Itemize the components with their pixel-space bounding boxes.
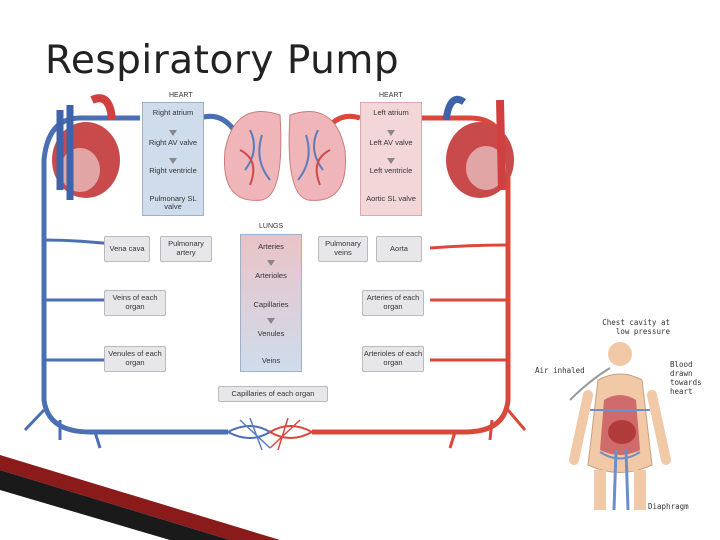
lung-venules-label: Venules xyxy=(257,329,285,338)
left-atrium-label: Left atrium xyxy=(373,108,409,117)
flow-arrow xyxy=(387,130,395,136)
venous-loop xyxy=(41,115,228,435)
flow-arrow xyxy=(267,260,275,266)
left-heart-heading: HEART xyxy=(379,92,403,99)
flow-arrow xyxy=(169,130,177,136)
veins-of-organ-box: Veins of each organ xyxy=(104,290,166,316)
corner-stripe xyxy=(0,455,280,540)
aorta-box: Aorta xyxy=(376,236,422,262)
arteries-of-organ-box: Arteries of each organ xyxy=(362,290,424,316)
heart-left-illustration xyxy=(52,94,120,200)
lungs-heading: LUNGS xyxy=(259,223,284,230)
arterial-loop xyxy=(312,115,511,435)
lung-veins-label: Veins xyxy=(261,356,281,365)
respiratory-pump-illustration xyxy=(569,342,671,511)
right-av-valve-label: Right AV valve xyxy=(148,138,198,147)
lungs-illustration xyxy=(223,111,347,201)
right-heart-heading: HEART xyxy=(169,92,193,99)
heart-right-illustration xyxy=(442,95,514,198)
lung-arterioles-label: Arterioles xyxy=(255,271,287,280)
diaphragm-label: Diaphragm xyxy=(648,502,689,511)
slide-title: Respiratory Pump xyxy=(45,38,400,83)
air-inhaled-label: Air inhaled xyxy=(535,366,585,375)
pulmonary-veins-box: Pulmonary veins xyxy=(318,236,368,262)
capillary-bed-illustration xyxy=(227,417,313,451)
right-ventricle-label: Right ventricle xyxy=(149,166,197,175)
blood-drawn-label: Blood drawn towards heart xyxy=(670,360,702,396)
lungs-column: LUNGS Arteries Arterioles Capillaries Ve… xyxy=(240,223,302,372)
flow-arrow xyxy=(387,158,395,164)
left-av-valve-label: Left AV valve xyxy=(369,138,413,147)
flow-arrow xyxy=(169,158,177,164)
venules-of-organ-box: Venules of each organ xyxy=(104,346,166,372)
left-ventricle-label: Left ventricle xyxy=(369,166,413,175)
corner-stripe-dark xyxy=(0,470,230,540)
capillaries-of-organ-box: Capillaries of each organ xyxy=(218,386,328,402)
venous-branches xyxy=(23,238,121,449)
lung-arteries-label: Arteries xyxy=(258,242,284,251)
arterioles-of-organ-box: Arterioles of each organ xyxy=(362,346,424,372)
pulmonary-sl-valve-label: Pulmonary SL valve xyxy=(149,194,197,212)
aortic-sl-valve-label: Aortic SL valve xyxy=(366,194,416,203)
right-atrium-label: Right atrium xyxy=(152,108,194,117)
arterial-branches xyxy=(429,243,527,449)
pulmonary-artery-box: Pulmonary artery xyxy=(160,236,212,262)
lung-capillaries-label: Capillaries xyxy=(253,300,289,309)
chest-cavity-label: Chest cavity at low pressure xyxy=(602,318,670,336)
vena-cava-box: Vena cava xyxy=(104,236,150,262)
flow-arrow xyxy=(267,318,275,324)
